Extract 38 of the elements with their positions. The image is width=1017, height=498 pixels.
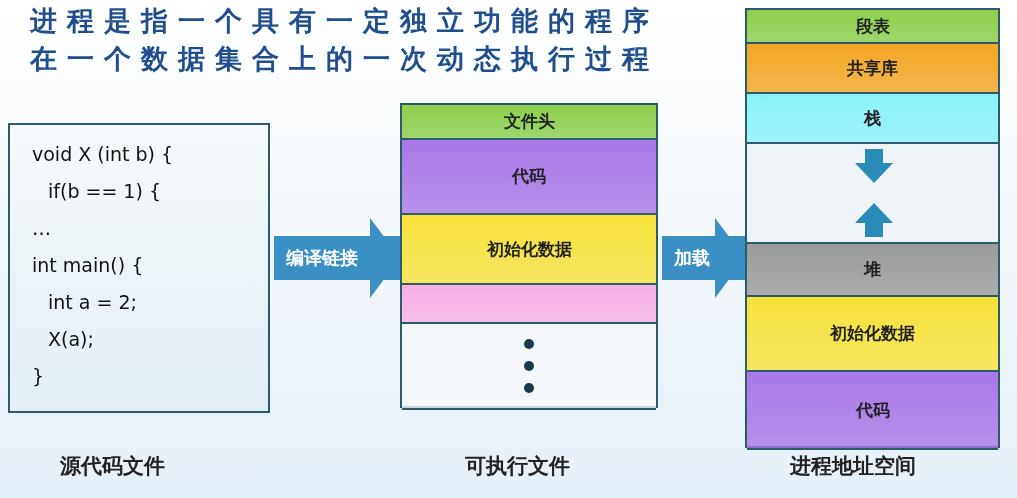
source-code-box — [8, 123, 270, 413]
edge-label: 编译链接 — [286, 246, 358, 270]
empty-section — [402, 324, 656, 410]
code-line: if(b == 1) { — [48, 180, 161, 202]
section-label: 代码 — [855, 398, 890, 422]
code-line: int a = 2; — [48, 291, 137, 313]
segment-table-section — [747, 10, 998, 44]
memory-layout-box — [745, 8, 1000, 448]
stack-section — [747, 94, 998, 144]
code-section — [402, 140, 656, 215]
code-line: … — [32, 217, 51, 239]
code-section — [747, 372, 998, 450]
header-section — [402, 105, 656, 140]
node-label: 进程地址空间 — [790, 453, 916, 480]
code-line: } — [32, 365, 45, 387]
code-line: int main() { — [32, 254, 144, 276]
data-section — [747, 297, 998, 372]
section-label: 初始化数据 — [486, 237, 572, 261]
shared-library-section — [747, 44, 998, 94]
section-label: 共享库 — [847, 56, 898, 80]
heap-section — [747, 244, 998, 297]
data-section — [402, 215, 656, 285]
title: 进程是指一个具有一定独立功能的程序在一个数据集合上的一次动态执行过程 — [30, 4, 660, 76]
section-label: 初始化数据 — [830, 322, 915, 345]
block-arrow — [274, 218, 400, 298]
section-label: 代码 — [512, 165, 546, 188]
section-label: 栈 — [864, 106, 881, 130]
node-label: 可执行文件 — [465, 453, 570, 480]
edge-label: 加载 — [674, 246, 710, 270]
memory-layout-box — [400, 103, 658, 408]
empty-section — [402, 285, 656, 324]
section-label: 段表 — [855, 14, 890, 38]
block-arrow — [662, 218, 745, 298]
section-label: 文件头 — [503, 110, 555, 133]
code-line: X(a); — [48, 328, 94, 350]
node-label: 源代码文件 — [60, 453, 165, 480]
code-line: void X (int b) { — [32, 143, 174, 165]
section-label: 堆 — [864, 258, 881, 281]
